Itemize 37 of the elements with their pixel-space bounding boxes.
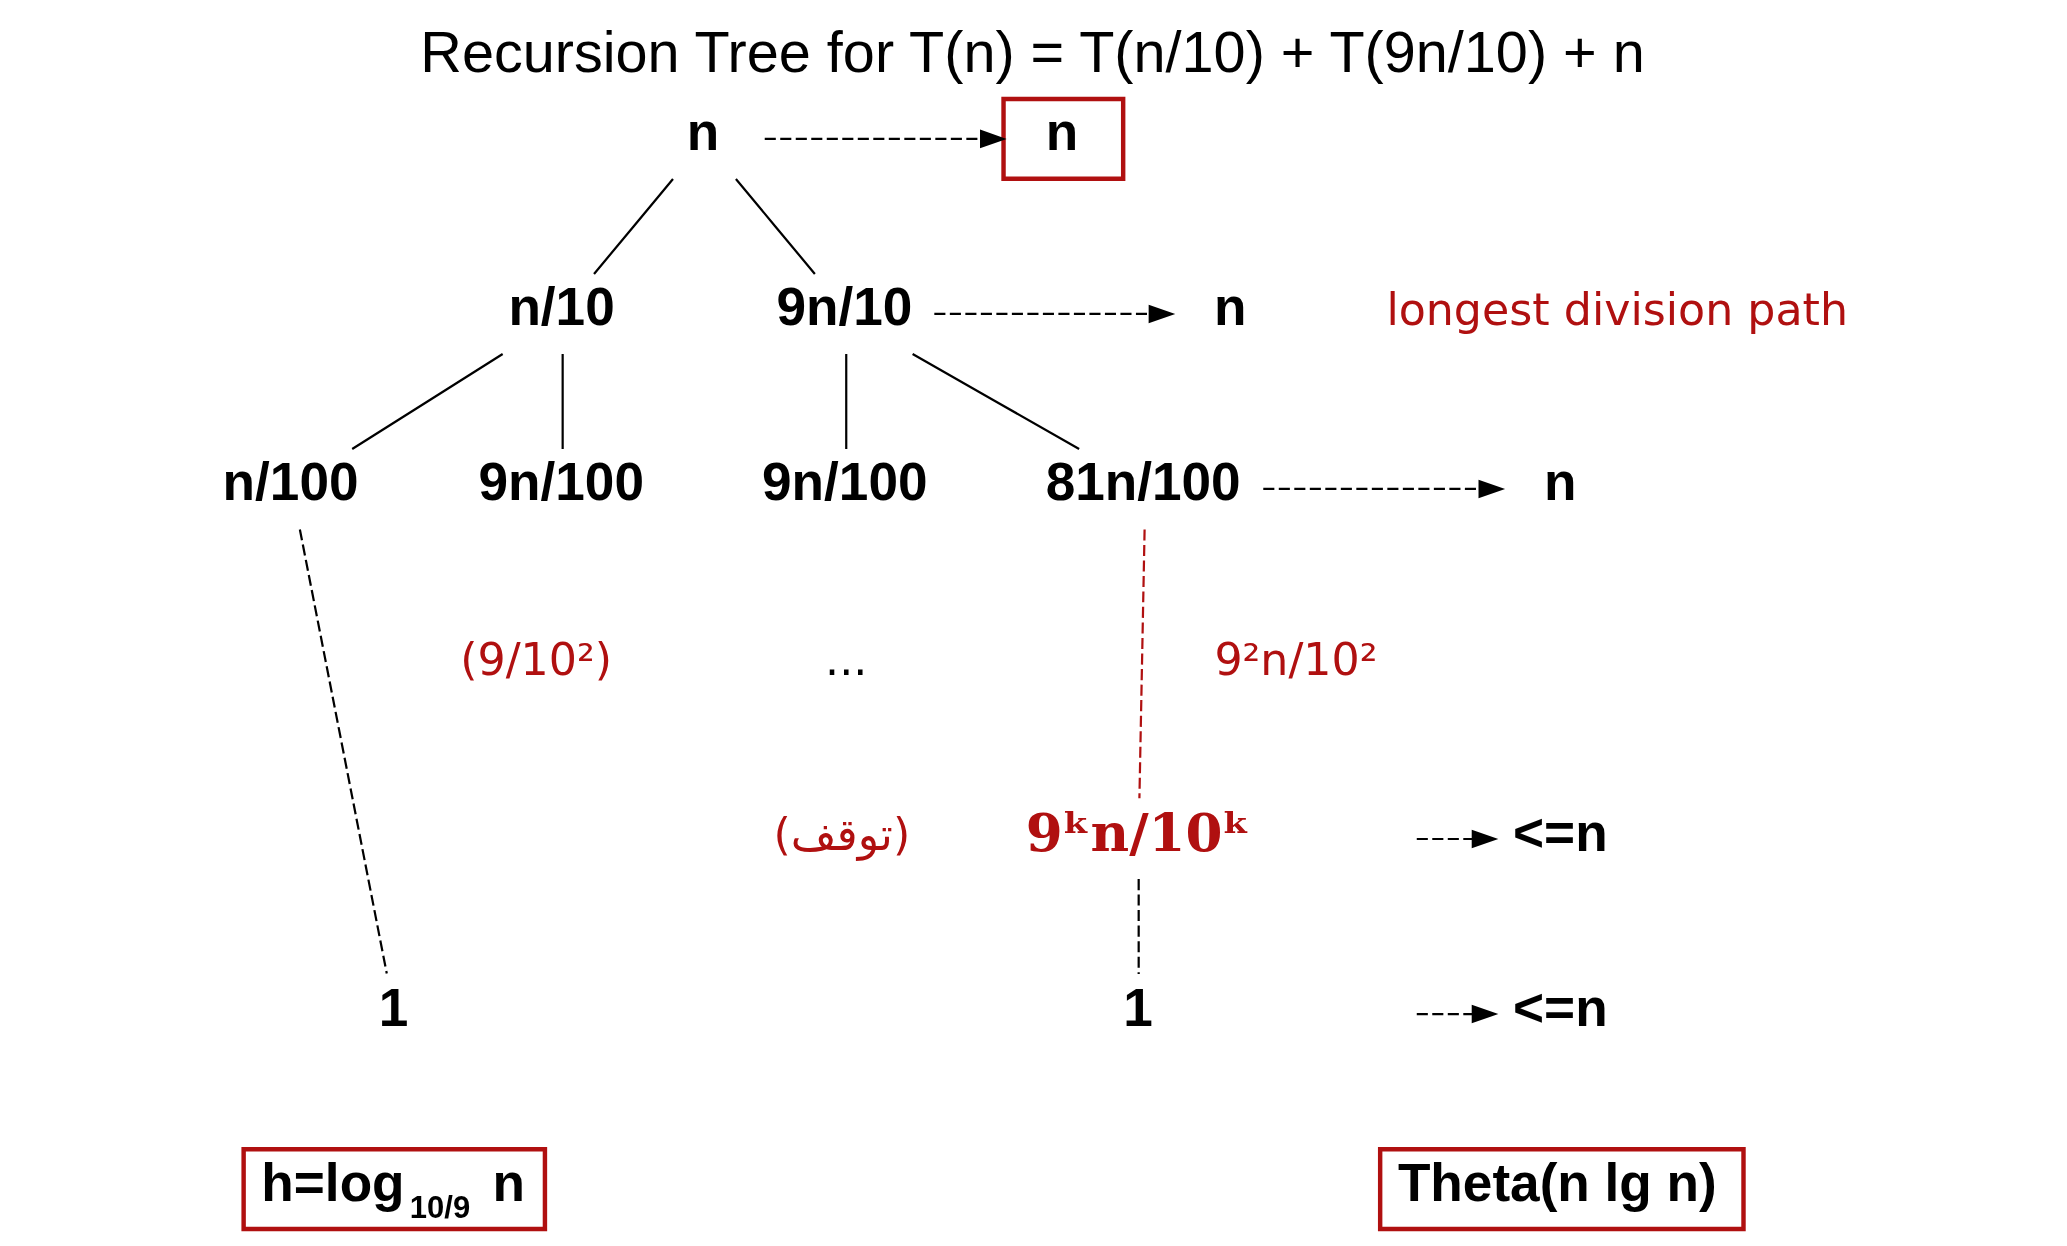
arrow xyxy=(1416,1004,1498,1024)
label: 9²n/10² xyxy=(1213,634,1378,686)
node-box: n xyxy=(1000,96,1125,181)
node-text: n/100 xyxy=(222,452,359,512)
node-text: 1 xyxy=(1122,977,1153,1037)
node-text: <=n xyxy=(1512,977,1608,1037)
connector xyxy=(734,178,816,275)
node-text: n xyxy=(1543,452,1577,512)
connector xyxy=(1137,529,1146,799)
connector xyxy=(1137,879,1140,975)
connector xyxy=(911,353,1080,450)
label: (9/10²) xyxy=(459,634,612,686)
node-text: <=n xyxy=(1512,802,1608,862)
connector xyxy=(844,354,847,449)
node-text: 9ᵏn/10ᵏ xyxy=(1025,800,1250,864)
node-text: 9n/100 xyxy=(477,452,644,512)
node-box: h=log$_{10/9}$ n xyxy=(240,1146,547,1232)
node-text: 81n/100 xyxy=(1045,452,1241,512)
arrow xyxy=(1416,829,1498,849)
arrow xyxy=(1262,479,1505,499)
node-text: 1 xyxy=(378,977,408,1037)
arrow xyxy=(933,304,1175,324)
node-text: n xyxy=(686,102,719,162)
connector xyxy=(592,178,674,275)
arrow xyxy=(764,129,1007,149)
node-text: 9n/100 xyxy=(761,452,928,512)
connector xyxy=(298,529,388,974)
connector xyxy=(561,354,564,449)
connector xyxy=(351,353,503,450)
label: (توقف) xyxy=(772,809,910,861)
diagram-title: Recursion Tree for T(n) = T(n/10) + T(9n/10) + n xyxy=(419,20,1645,85)
node-text: n xyxy=(1213,277,1246,337)
label: longest division path xyxy=(1385,284,1848,336)
node-text: 9n/10 xyxy=(775,277,912,337)
node-text: n/10 xyxy=(507,277,615,337)
node-box: Theta(n lg n) xyxy=(1377,1146,1746,1232)
label: ... xyxy=(824,634,867,686)
